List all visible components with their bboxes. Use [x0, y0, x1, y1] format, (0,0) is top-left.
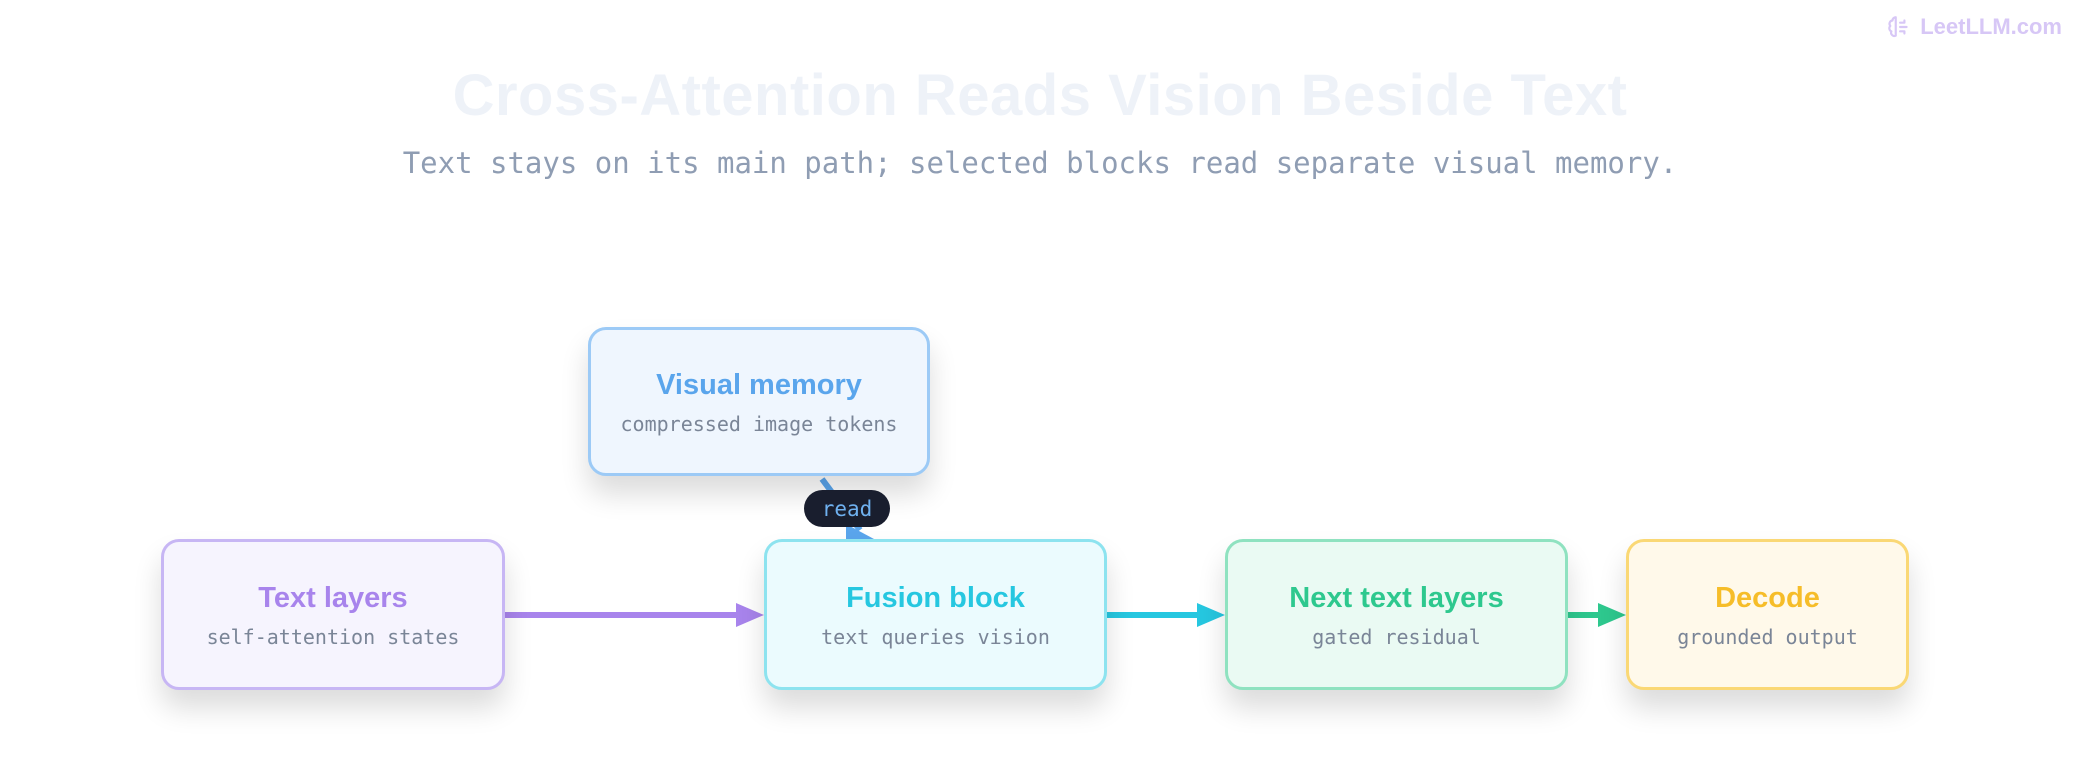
edge-next-to-decode: [1568, 603, 1626, 627]
node-title: Text layers: [258, 582, 408, 615]
node-visual-memory: Visual memory compressed image tokens: [588, 327, 930, 476]
brain-icon: [1888, 16, 1908, 38]
node-next-text-layers: Next text layers gated residual: [1225, 539, 1568, 690]
edge-fusion-to-next: [1107, 603, 1225, 627]
node-title: Visual memory: [656, 369, 862, 402]
node-title: Fusion block: [846, 582, 1025, 615]
node-fusion-block: Fusion block text queries vision: [764, 539, 1107, 690]
diagram-subtitle: Text stays on its main path; selected bl…: [402, 146, 1678, 180]
brand-logo[interactable]: LeetLLM.com: [1886, 14, 2062, 40]
node-subtitle: compressed image tokens: [620, 411, 898, 436]
node-title: Decode: [1715, 582, 1820, 615]
node-title: Next text layers: [1289, 582, 1504, 615]
edge-text-to-fusion: [505, 603, 764, 627]
diagram-title: Cross-Attention Reads Vision Beside Text: [452, 63, 1628, 128]
node-decode: Decode grounded output: [1626, 539, 1909, 690]
node-subtitle: text queries vision: [821, 624, 1050, 649]
edge-label-read: read: [804, 490, 890, 527]
node-subtitle: gated residual: [1312, 624, 1481, 649]
brand-name: LeetLLM.com: [1920, 14, 2062, 39]
node-subtitle: grounded output: [1677, 624, 1858, 649]
node-text-layers: Text layers self-attention states: [161, 539, 505, 690]
node-subtitle: self-attention states: [206, 624, 460, 649]
